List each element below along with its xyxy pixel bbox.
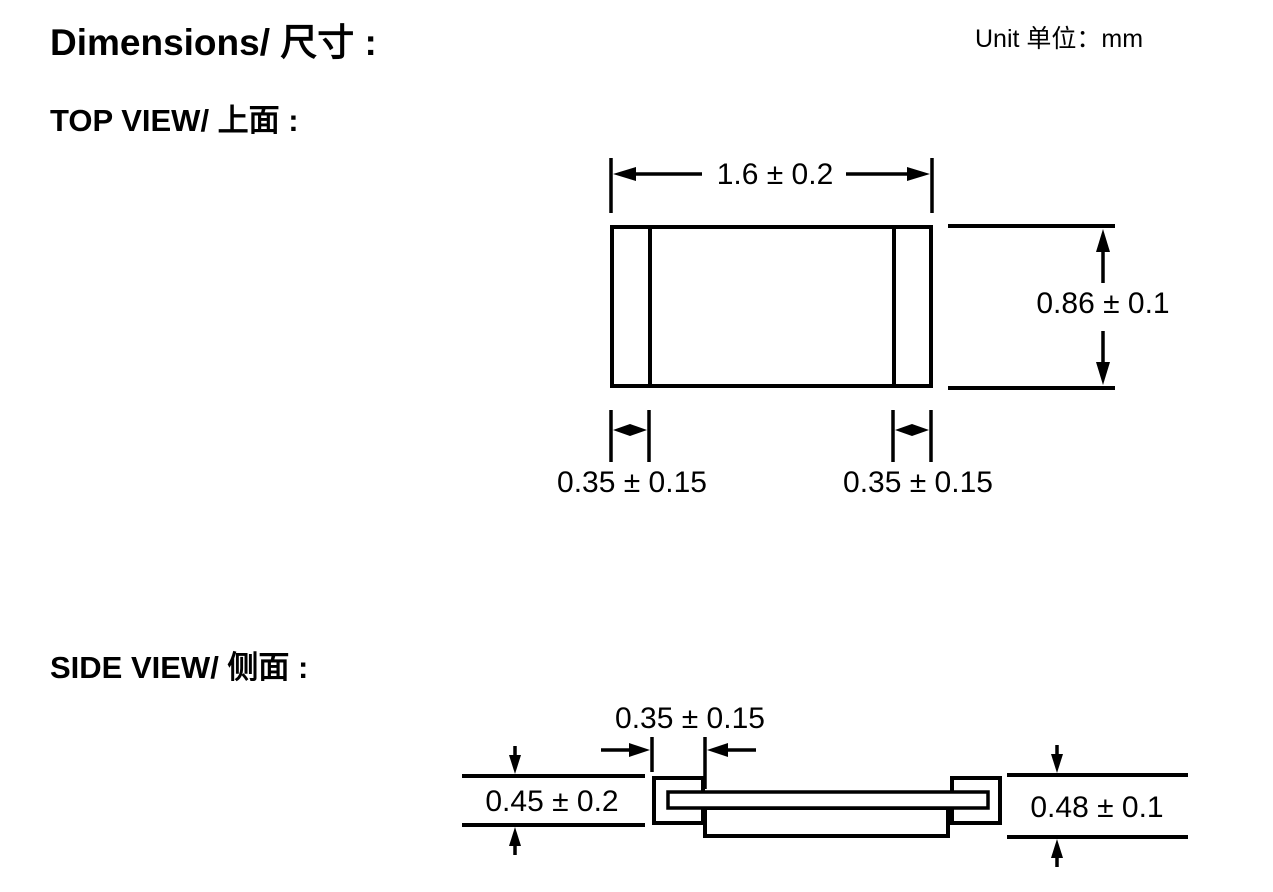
- side-view-heading: SIDE VIEW/ 侧面 :: [50, 650, 309, 685]
- dim-terminal-wrap: 0.35 ± 0.15: [601, 702, 765, 789]
- arrow-right-icon: [912, 424, 929, 436]
- dim-label-left-terminal: 0.35 ± 0.15: [557, 466, 707, 499]
- dim-label-body-width: 0.86 ± 0.1: [1036, 287, 1169, 320]
- arrow-left-icon: [613, 424, 630, 436]
- arrow-left-icon: [707, 743, 728, 757]
- dim-label-body-length: 1.6 ± 0.2: [717, 158, 834, 191]
- dim-left-height: 0.45 ± 0.2: [462, 746, 645, 855]
- arrow-up-icon: [1051, 839, 1063, 858]
- dim-left-terminal: 0.35 ± 0.15: [557, 410, 707, 499]
- arrow-down-icon: [1096, 362, 1110, 385]
- side-view-substrate: [666, 790, 990, 810]
- dim-right-terminal: 0.35 ± 0.15: [843, 410, 993, 499]
- top-view-heading: TOP VIEW/ 上面 :: [50, 103, 299, 138]
- arrow-down-icon: [1051, 754, 1063, 773]
- dim-label-left-height: 0.45 ± 0.2: [485, 785, 618, 818]
- side-view-bottom-layer: [703, 806, 950, 838]
- arrow-up-icon: [509, 827, 521, 846]
- dim-label-right-terminal: 0.35 ± 0.15: [843, 466, 993, 499]
- dim-body-length: 1.6 ± 0.2: [609, 158, 934, 213]
- arrow-right-icon: [630, 424, 647, 436]
- dim-label-terminal-wrap: 0.35 ± 0.15: [615, 702, 765, 735]
- arrow-right-icon: [907, 167, 930, 181]
- arrow-down-icon: [509, 755, 521, 774]
- unit-note: Unit 单位：mm: [975, 25, 1144, 53]
- dim-body-width: 0.86 ± 0.1: [948, 224, 1170, 390]
- dim-right-height: 0.48 ± 0.1: [1007, 745, 1188, 867]
- arrow-up-icon: [1096, 229, 1110, 252]
- top-view-body-outline: [610, 225, 933, 388]
- arrow-left-icon: [613, 167, 636, 181]
- dim-label-right-height: 0.48 ± 0.1: [1030, 791, 1163, 824]
- page-title: Dimensions/ 尺寸 :: [50, 22, 377, 63]
- arrow-left-icon: [895, 424, 912, 436]
- top-view-drawing: 1.6 ± 0.2 0.86 ± 0.1 0.35 ± 0.15: [557, 158, 1170, 499]
- side-view-drawing: 0.35 ± 0.15 0.45 ± 0.2 0.48 ± 0.: [462, 702, 1188, 867]
- arrow-right-icon: [629, 743, 650, 757]
